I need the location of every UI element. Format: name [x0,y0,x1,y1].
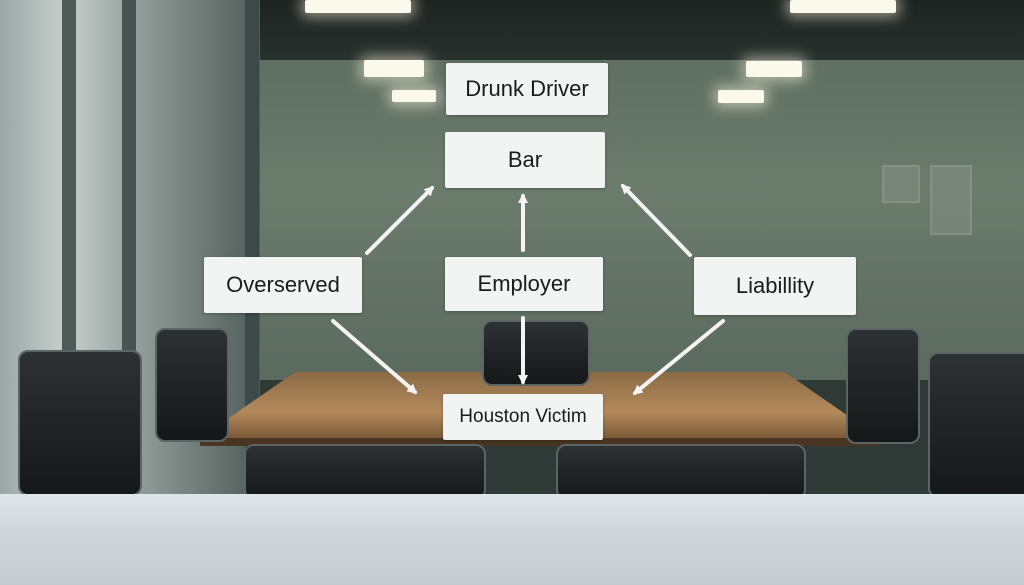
window-mullion [245,0,259,500]
office-chair [244,444,486,500]
table-edge [200,438,880,446]
ceiling-light [718,90,764,103]
node-bar: Bar [445,132,605,188]
node-overserved: Overserved [204,257,362,313]
office-chair [482,320,590,386]
ceiling-light [392,90,436,102]
office-chair [155,328,229,442]
ceiling-light [305,0,411,13]
foreground-counter [0,494,1024,585]
wall-frame [882,165,920,203]
arrow-overserved-to-victim [331,319,418,394]
node-liability: Liabillity [694,257,856,315]
arrow-liability-to-bar [620,183,692,257]
ceiling-light [790,0,896,13]
back-wall [250,60,1024,380]
office-chair [846,328,920,444]
ceiling-light [746,61,802,77]
arrow-liability-to-victim [632,319,725,395]
ceiling-light [364,60,424,77]
node-houston-victim: Houston Victim [443,394,603,440]
office-chair [18,350,142,496]
arrow-overserved-to-bar [365,185,435,255]
node-drunk-driver: Drunk Driver [446,63,608,115]
wall-frame [930,165,972,235]
node-employer: Employer [445,257,603,311]
office-chair [928,352,1024,498]
